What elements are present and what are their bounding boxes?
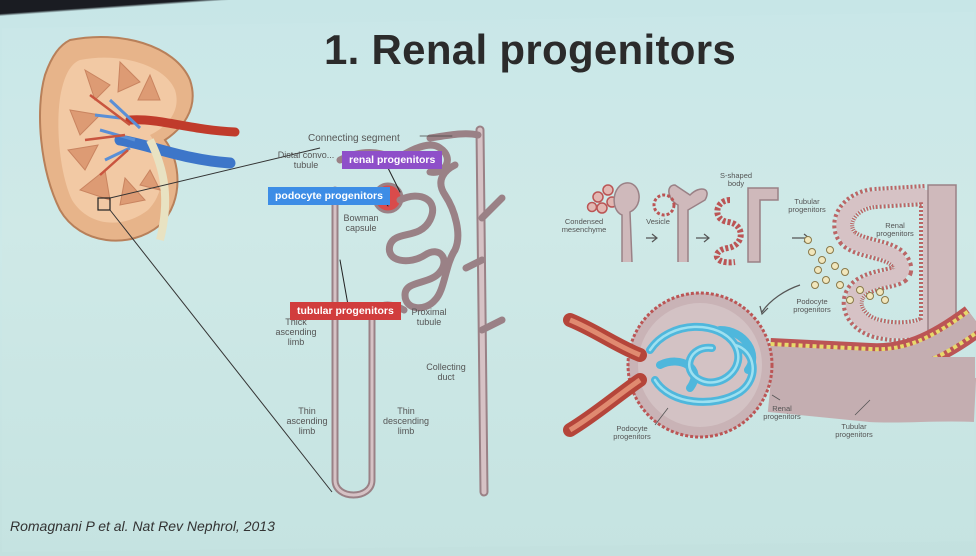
label-vesicle: Vesicle [646,217,670,226]
slide-title: 1. Renal progenitors [323,26,737,73]
label-podocyte-progenitors-top: Podocyte progenitors [793,297,831,314]
label-connecting-segment: Connecting segment [308,133,400,144]
label-renal-progenitors-bottom: Renal progenitors [763,404,801,421]
label-bowman-capsule: Bowman capsule [343,213,379,233]
condensed-mesenchyme-cluster [586,184,618,214]
label-thin-ascending-limb: Thin ascending limb [286,406,328,436]
label-renal-progenitors-top: Renal progenitors [876,221,914,238]
citation: Romagnani P et al. Nat Rev Nephrol, 2013 [10,518,275,534]
development-sequence [586,182,957,343]
label-thin-descending-limb: Thin descending limb [382,406,430,436]
callout-renal-progenitors: renal progenitors [342,151,443,169]
label-collecting-duct: Collecting duct [426,362,466,382]
kidney-illustration [39,36,333,493]
label-s-shaped-body: S-shaped body [719,171,753,188]
callout-podocyte-progenitors: podocyte progenitors [268,187,390,205]
label-podocyte-progenitors-bottom: Podocyte progenitors [613,424,651,441]
glomerulus-illustration [563,291,976,439]
label-thick-ascending-limb: Thick ascending limb [275,317,317,347]
label-tubular-progenitors-bottom: Tubular progenitors [835,422,873,439]
label-distal-convoluted-tubule: Distal convo... tubule [277,150,335,170]
label-proximal-tubule: Proximal tubule [411,307,447,327]
label-condensed-mesenchyme: Condensed mesenchyme [561,217,607,234]
label-tubular-progenitors-top: Tubular progenitors [788,197,826,214]
callout-tubular-progenitors: tubular progenitors [290,302,401,320]
